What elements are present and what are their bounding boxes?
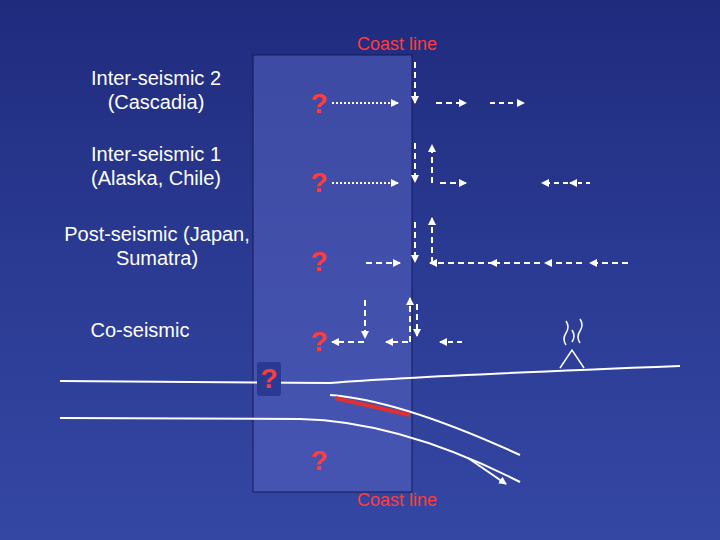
slab-motion-arrow: [468, 458, 506, 484]
question-mark: ?: [307, 325, 331, 359]
phase-label: Post-seismic (Japan, Sumatra): [62, 222, 252, 270]
question-mark: ?: [307, 166, 331, 200]
rupture-zone: [335, 398, 410, 415]
question-mark: ?: [257, 362, 281, 396]
plate-lines: [60, 366, 680, 482]
question-mark: ?: [307, 444, 331, 478]
coastal-zone-band: [253, 55, 412, 492]
question-mark: ?: [307, 245, 331, 279]
coast-line-label: Coast line: [357, 490, 477, 512]
volcano-symbol: [560, 319, 584, 368]
phase-label: Inter-seismic 2 (Cascadia): [66, 66, 246, 114]
motion-arrows: [332, 62, 628, 342]
phase-label: Inter-seismic 1 (Alaska, Chile): [66, 142, 246, 190]
question-mark: ?: [307, 87, 331, 121]
coast-line-label: Coast line: [357, 34, 477, 56]
phase-label: Co-seismic: [60, 318, 220, 342]
